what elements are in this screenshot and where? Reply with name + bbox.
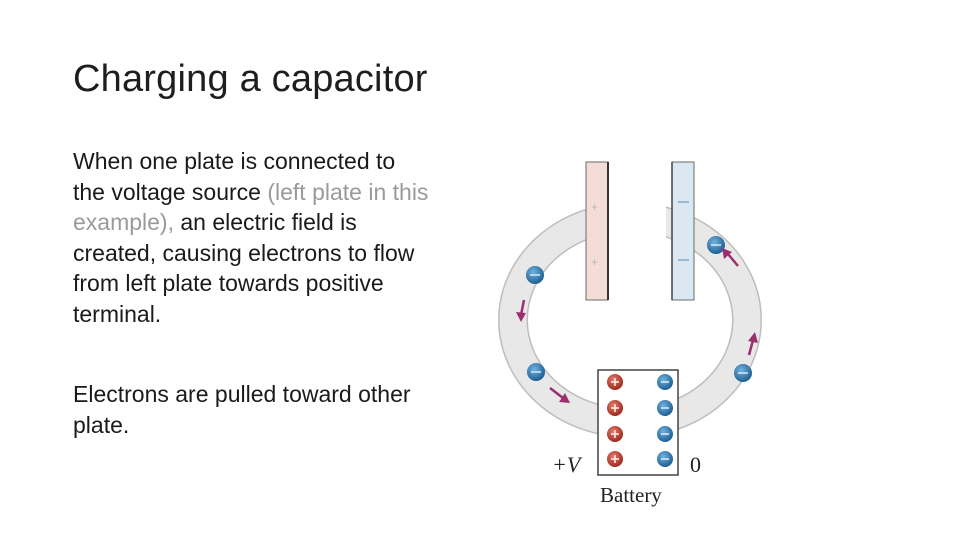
positive-voltage-label: +V (552, 452, 583, 477)
paragraph-2: Electrons are pulled toward other plate. (73, 381, 411, 438)
battery (597, 369, 679, 476)
battery-electrons (657, 374, 673, 467)
paragraph-1-muted-text: (left plate in this example), (73, 178, 429, 236)
paragraph-1-text-a: When one plate is connected to the volta… (73, 148, 396, 205)
arrow-icon (722, 248, 739, 267)
capacitor-diagram-svg: + + (498, 161, 762, 507)
capacitor-diagram: + + (490, 150, 770, 520)
right-plate (671, 161, 695, 301)
slide-body: When one plate is connected to the volta… (73, 146, 433, 440)
flow-arrows (516, 248, 758, 403)
paragraph-1: When one plate is connected to the volta… (73, 146, 433, 329)
battery-label: Battery (600, 483, 662, 507)
svg-text:+: + (591, 200, 598, 214)
paragraph-1-text-b: an electric field is created, causing el… (73, 209, 415, 327)
arrow-icon (549, 387, 570, 403)
zero-voltage-label: 0 (690, 452, 701, 477)
left-plate: + + (585, 161, 609, 301)
arrow-icon (516, 299, 526, 322)
svg-text:+: + (591, 255, 598, 269)
arrow-icon (747, 332, 758, 356)
slide-title: Charging a capacitor (73, 58, 428, 100)
positive-charges (607, 374, 623, 467)
ring-electrons (526, 236, 752, 382)
